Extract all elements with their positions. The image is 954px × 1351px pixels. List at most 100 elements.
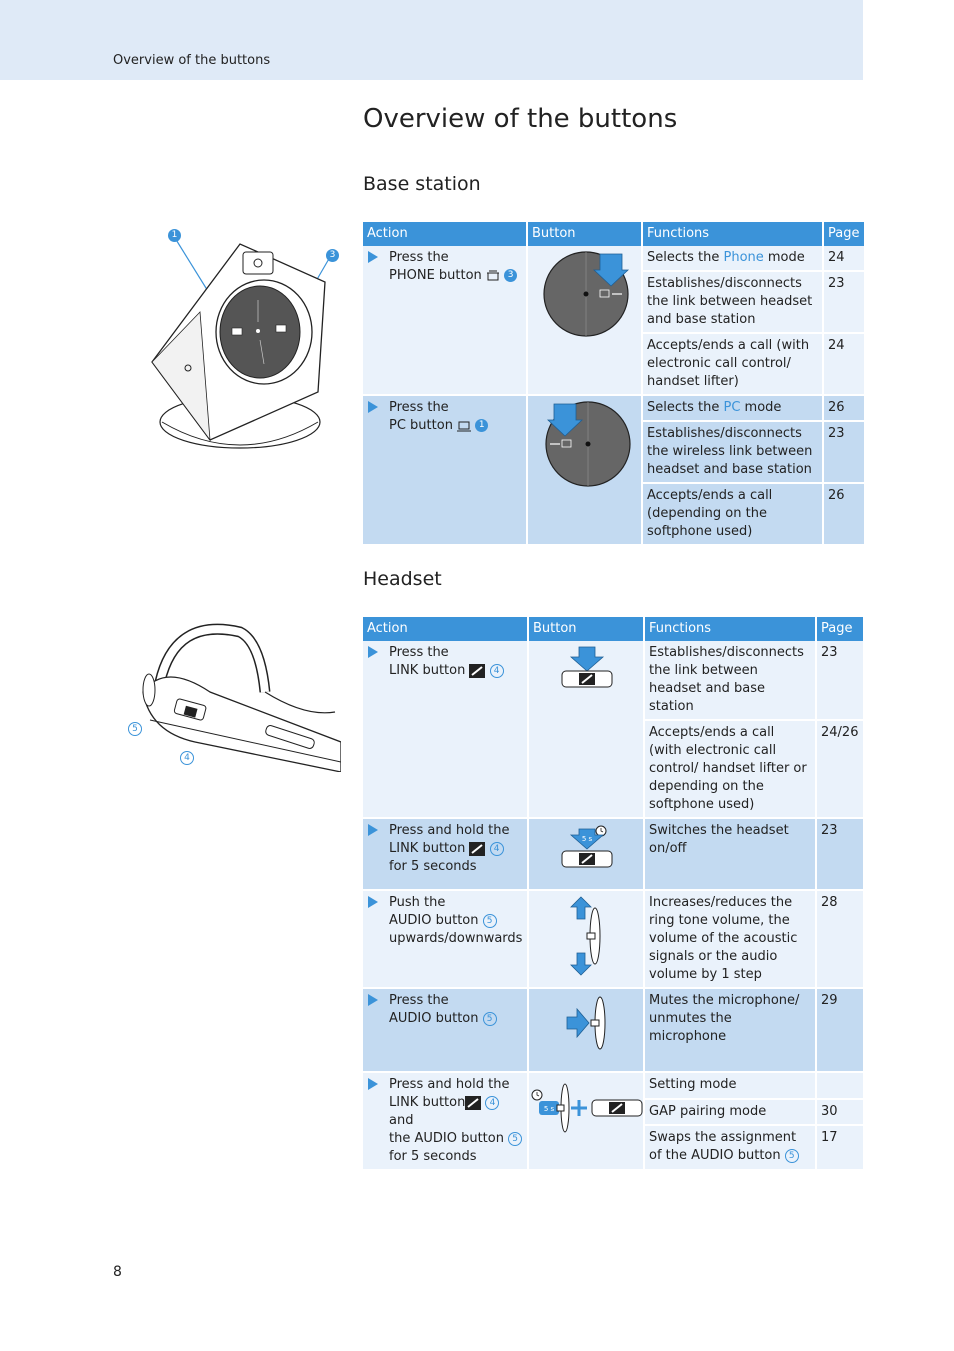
table-row: Swaps the assignment of the AUDIO button… bbox=[363, 1125, 863, 1171]
col-page: Page bbox=[823, 222, 864, 246]
number-badge: 5 bbox=[482, 913, 497, 928]
number-badge: 1 bbox=[475, 419, 489, 432]
number-badge: 5 bbox=[784, 1148, 799, 1163]
table-row: Establishes/disconnects the link between… bbox=[363, 271, 864, 334]
function-cell: Establishes/disconnects the wireless lin… bbox=[642, 421, 824, 484]
table-row: Press the PHONE button 3 Selects the Pho… bbox=[363, 246, 864, 396]
base-station-illustration bbox=[151, 237, 331, 449]
button-cell: 5 s bbox=[528, 1072, 645, 1171]
table-row: GAP pairing mode 30 bbox=[363, 1098, 863, 1127]
bullet-triangle-icon bbox=[368, 824, 378, 836]
number-badge: 5 bbox=[482, 1011, 497, 1026]
button-cell bbox=[527, 246, 643, 396]
page-cell: 24 bbox=[823, 246, 864, 272]
col-button: Button bbox=[527, 222, 643, 246]
bullet-triangle-icon bbox=[368, 994, 378, 1006]
button-cell bbox=[527, 395, 643, 546]
table-row: Press and hold the LINK button 4 for 5 s… bbox=[363, 818, 863, 891]
page-title: Overview of the buttons bbox=[363, 104, 678, 134]
headset-illustration bbox=[142, 623, 341, 772]
function-cell: Setting mode bbox=[644, 1072, 817, 1100]
function-cell: Establishes/disconnects the link between… bbox=[642, 271, 824, 334]
button-cell bbox=[528, 641, 645, 819]
running-header: Overview of the buttons bbox=[113, 53, 271, 68]
table-row: Accepts/ends a call (with electronic cal… bbox=[363, 720, 863, 819]
action-cell: Press and hold the LINK button 4 and the… bbox=[363, 1072, 529, 1171]
table-row: Press and hold the LINK button 4 and the… bbox=[363, 1072, 863, 1171]
table-row: Press the PC button 1 Selects the PC mod… bbox=[363, 395, 864, 546]
button-cell: 5 s bbox=[528, 818, 645, 891]
page-cell: 28 bbox=[816, 890, 863, 989]
link-audio-combo-icon: 5 s bbox=[531, 1083, 643, 1133]
action-cell: Press the PHONE button 3 bbox=[363, 246, 528, 396]
function-cell: Accepts/ends a call (depending on the so… bbox=[642, 483, 824, 546]
function-cell: Accepts/ends a call (with electronic cal… bbox=[644, 720, 817, 819]
function-cell: Establishes/disconnects the link between… bbox=[644, 641, 817, 721]
bullet-triangle-icon bbox=[368, 1078, 378, 1090]
function-cell: Switches the headset on/off bbox=[644, 818, 817, 891]
col-action: Action bbox=[363, 222, 528, 246]
page-cell: 23 bbox=[816, 818, 863, 891]
phone-icon bbox=[486, 270, 499, 280]
base-station-title: Base station bbox=[363, 173, 481, 195]
table-row: Press the LINK button 4 Establishes/disc… bbox=[363, 641, 863, 819]
page-cell: 17 bbox=[816, 1125, 863, 1171]
button-cell bbox=[528, 890, 645, 989]
page-cell: 30 bbox=[816, 1098, 863, 1127]
table-row: Press the AUDIO button 5 Mutes the micro… bbox=[363, 988, 863, 1073]
link-icon bbox=[469, 663, 486, 678]
link-icon bbox=[469, 841, 486, 856]
number-badge: 4 bbox=[489, 841, 504, 856]
page-cell bbox=[816, 1072, 863, 1100]
function-cell: Swaps the assignment of the AUDIO button… bbox=[644, 1125, 817, 1171]
timer-label: 5 s bbox=[544, 1105, 555, 1113]
bullet-triangle-icon bbox=[368, 401, 378, 413]
action-cell: Press and hold the LINK button 4 for 5 s… bbox=[363, 818, 529, 891]
page-cell: 29 bbox=[816, 988, 863, 1073]
table-row: Push the AUDIO button 5 upwards/downward… bbox=[363, 890, 863, 989]
button-cell bbox=[528, 988, 645, 1073]
col-action: Action bbox=[363, 617, 529, 641]
table-row: Establishes/disconnects the wireless lin… bbox=[363, 421, 864, 484]
bullet-triangle-icon bbox=[368, 251, 378, 263]
page-cell: 24 bbox=[823, 333, 864, 396]
callout-5: 5 bbox=[128, 722, 142, 736]
function-cell: Selects the Phone mode bbox=[642, 246, 824, 272]
link-button-hold-icon: 5 s bbox=[561, 825, 613, 868]
pc-icon bbox=[457, 421, 472, 431]
table-row: Accepts/ends a call (depending on the so… bbox=[363, 483, 864, 546]
base-station-table: Action Button Functions Page Press the P… bbox=[363, 222, 864, 546]
callout-4: 4 bbox=[180, 751, 194, 765]
headset-title: Headset bbox=[363, 568, 442, 590]
function-cell: Increases/reduces the ring tone volume, … bbox=[644, 890, 817, 989]
col-functions: Functions bbox=[644, 617, 817, 641]
number-badge: 5 bbox=[508, 1131, 523, 1146]
action-cell: Press the LINK button 4 bbox=[363, 641, 529, 819]
function-cell: Mutes the microphone/ unmutes the microp… bbox=[644, 988, 817, 1073]
page-number: 8 bbox=[113, 1264, 122, 1280]
callout-3: 3 bbox=[326, 249, 339, 262]
action-cell: Press the PC button 1 bbox=[363, 395, 528, 546]
phone-button-icon bbox=[542, 251, 629, 337]
page-cell: 26 bbox=[823, 483, 864, 546]
function-cell: Accepts/ends a call (with electronic cal… bbox=[642, 333, 824, 396]
page-cell: 23 bbox=[823, 421, 864, 484]
bullet-triangle-icon bbox=[368, 896, 378, 908]
function-cell: Selects the PC mode bbox=[642, 395, 824, 422]
function-cell: GAP pairing mode bbox=[644, 1098, 817, 1127]
page-cell: 23 bbox=[816, 641, 863, 721]
table-row: Accepts/ends a call (with electronic cal… bbox=[363, 333, 864, 396]
pc-button-icon bbox=[544, 401, 631, 487]
timer-label: 5 s bbox=[582, 835, 593, 843]
number-badge: 4 bbox=[485, 1095, 500, 1110]
col-page: Page bbox=[816, 617, 863, 641]
number-badge: 3 bbox=[504, 269, 518, 282]
col-button: Button bbox=[528, 617, 645, 641]
action-cell: Push the AUDIO button 5 upwards/downward… bbox=[363, 890, 529, 989]
action-cell: Press the AUDIO button 5 bbox=[363, 988, 529, 1073]
page-cell: 23 bbox=[823, 271, 864, 334]
number-badge: 4 bbox=[489, 663, 504, 678]
col-functions: Functions bbox=[642, 222, 824, 246]
header-band bbox=[0, 0, 863, 80]
headset-table: Action Button Functions Page Press the L… bbox=[363, 617, 863, 1171]
